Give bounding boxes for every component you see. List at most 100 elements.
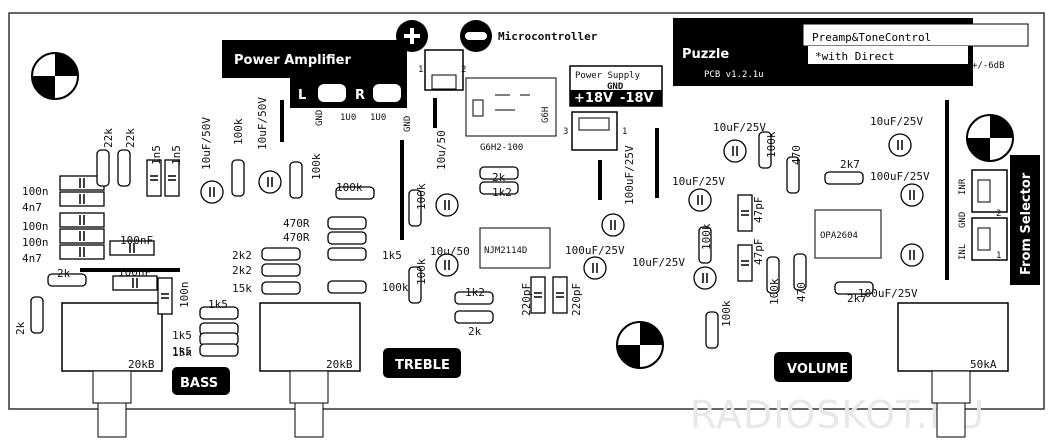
component: 2k2 — [232, 263, 301, 277]
pot-treble: 20kB — [259, 302, 361, 438]
component-value: 100uF/25V — [623, 145, 636, 205]
fiducial-icon — [31, 52, 79, 100]
component-value: 100n — [22, 220, 49, 233]
component: 1n5 — [146, 145, 163, 197]
volume-label: VOLUME — [774, 352, 852, 382]
power-amplifier-label: Power Amplifier — [234, 53, 352, 68]
pot-bass: 20kB — [61, 302, 163, 438]
component: 100nF — [109, 234, 155, 256]
component-value: 2k2 — [232, 264, 252, 277]
svg-text:VOLUME: VOLUME — [787, 362, 848, 377]
svg-text:TREBLE: TREBLE — [395, 358, 450, 373]
component-value: 22k — [102, 128, 115, 148]
component-value: 47pF — [752, 197, 765, 224]
component: 15k — [172, 343, 239, 359]
component: 10uF/50V — [256, 97, 282, 194]
component-value: 470R — [283, 217, 310, 230]
component: 100k — [408, 183, 428, 227]
svg-text:From Selector: From Selector — [1019, 172, 1034, 275]
svg-text:2: 2 — [996, 209, 1001, 219]
component-value: 100nF — [118, 266, 151, 279]
component-value: 1k5 — [382, 249, 402, 262]
svg-text:+18V: +18V — [574, 91, 613, 106]
component: 220pF — [520, 276, 546, 316]
component-value: 1n5 — [170, 145, 183, 165]
component-value: 22k — [124, 128, 137, 148]
component: 1k5 — [327, 247, 402, 262]
component: 10uF/25V — [632, 256, 717, 290]
component-value: 100uF/25V — [858, 287, 918, 300]
component: 100k — [408, 258, 428, 304]
component-value: 4n7 — [22, 252, 42, 265]
component-value: 100k — [720, 300, 733, 327]
svg-text:GND: GND — [958, 212, 968, 228]
component: 10u/50 — [430, 245, 470, 277]
component: 2k2 — [232, 247, 301, 262]
component: 100n — [22, 212, 105, 233]
svg-text:GND: GND — [403, 116, 413, 132]
svg-text:INL: INL — [958, 244, 968, 260]
component-value: 100uF/25V — [870, 170, 930, 183]
component: 2k — [454, 310, 494, 338]
component-value: 2k2 — [232, 249, 252, 262]
pot-volume: 50kA — [897, 302, 1009, 438]
preamp-title: Preamp&ToneControl — [812, 31, 931, 44]
svg-text:NJM2114D: NJM2114D — [484, 246, 527, 256]
component-value: 2k7 — [840, 158, 860, 171]
component: 100nF — [112, 266, 158, 291]
component-value: 100k — [382, 281, 409, 294]
component-value: 100n — [178, 282, 191, 309]
fiducial-icon — [966, 114, 1014, 162]
with-direct-label: *with Direct — [815, 50, 894, 63]
component: 470R — [283, 216, 367, 230]
svg-text:BASS: BASS — [180, 376, 218, 391]
component: 100k — [758, 131, 778, 169]
svg-text:1U0: 1U0 — [340, 113, 356, 123]
component-value: 10u/50 — [430, 245, 470, 258]
component: 100k — [705, 300, 733, 349]
component-value: 100k — [768, 278, 781, 305]
component-value: 2k — [14, 321, 27, 335]
component: 22k — [117, 128, 137, 187]
component-value: 10uF/50V — [200, 117, 213, 170]
svg-text:GND: GND — [315, 110, 325, 126]
component-value: 47pF — [752, 239, 765, 266]
component: 100uF/25V — [870, 170, 930, 207]
power-supply-block: Power Supply GND +18V -18V 3 1 — [563, 65, 663, 151]
component: 470R — [283, 231, 367, 245]
component-value: 1k5 — [208, 298, 228, 311]
component: 100uF/25V — [601, 145, 636, 237]
treble-label: TREBLE — [383, 348, 461, 378]
component: 100k — [766, 256, 781, 305]
out-l-label: L — [298, 88, 306, 103]
svg-text:1: 1 — [622, 127, 627, 137]
component-value: 1k5 — [172, 345, 192, 358]
component: 2k7 — [824, 158, 864, 185]
component: 100uF/25V — [565, 244, 625, 280]
component: 1n5 — [164, 145, 183, 197]
component: 4n7 — [22, 191, 105, 214]
component: 10uF/25V — [870, 115, 923, 157]
svg-text:20kB: 20kB — [128, 358, 155, 371]
component: 100uF/25V — [858, 243, 924, 300]
microcontroller-label: Microcontroller — [498, 30, 598, 43]
component: 100k — [327, 280, 409, 294]
component: 22k — [96, 128, 115, 187]
out-r-label: R — [355, 88, 365, 103]
component: 1k5 — [172, 332, 239, 358]
component-value: 15k — [172, 346, 192, 359]
component: 100k — [335, 181, 375, 200]
component-value: 2k — [468, 325, 482, 338]
component: 2k — [47, 267, 87, 287]
svg-text:20kB: 20kB — [326, 358, 353, 371]
svg-text:1U0: 1U0 — [370, 113, 386, 123]
component-value: 2k — [57, 267, 71, 280]
component: 100n — [157, 277, 191, 315]
component-value: 100k — [310, 153, 323, 180]
ic-opa2604: OPA2604 — [814, 209, 882, 259]
relay: G6H G6H2-100 — [465, 77, 557, 153]
component: 1k5 — [199, 298, 239, 320]
component: 4n7 — [22, 244, 105, 265]
component: 100n — [22, 175, 105, 198]
